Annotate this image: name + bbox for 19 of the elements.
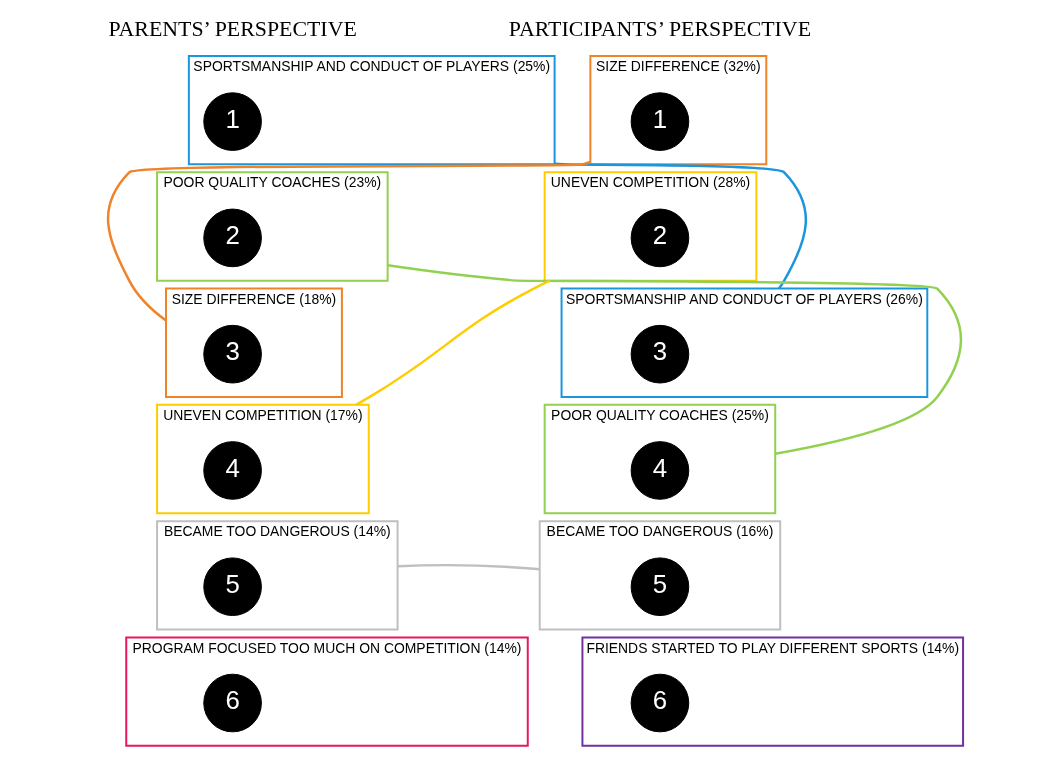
node-circle: 5 (630, 557, 690, 617)
node-circle: 2 (630, 208, 690, 268)
label: PARENTS’ PERSPECTIVE (108, 16, 357, 41)
node-circle: 2 (203, 208, 262, 268)
node-circle: 6 (630, 673, 690, 733)
node-circle: 1 (203, 92, 262, 151)
label: PARTICIPANTS’ PERSPECTIVE (508, 16, 812, 41)
node-circle: 6 (203, 673, 262, 733)
connector (387, 264, 962, 455)
node-circle: 4 (203, 441, 262, 500)
node-circle: 1 (630, 92, 690, 151)
node-circle: 5 (203, 557, 262, 617)
node-circle: 4 (630, 441, 690, 500)
node-circle: 3 (203, 324, 262, 384)
node-circle: 3 (630, 324, 690, 384)
connector (106, 160, 591, 322)
connector (554, 162, 807, 290)
connector (355, 279, 551, 406)
connector (397, 563, 540, 571)
